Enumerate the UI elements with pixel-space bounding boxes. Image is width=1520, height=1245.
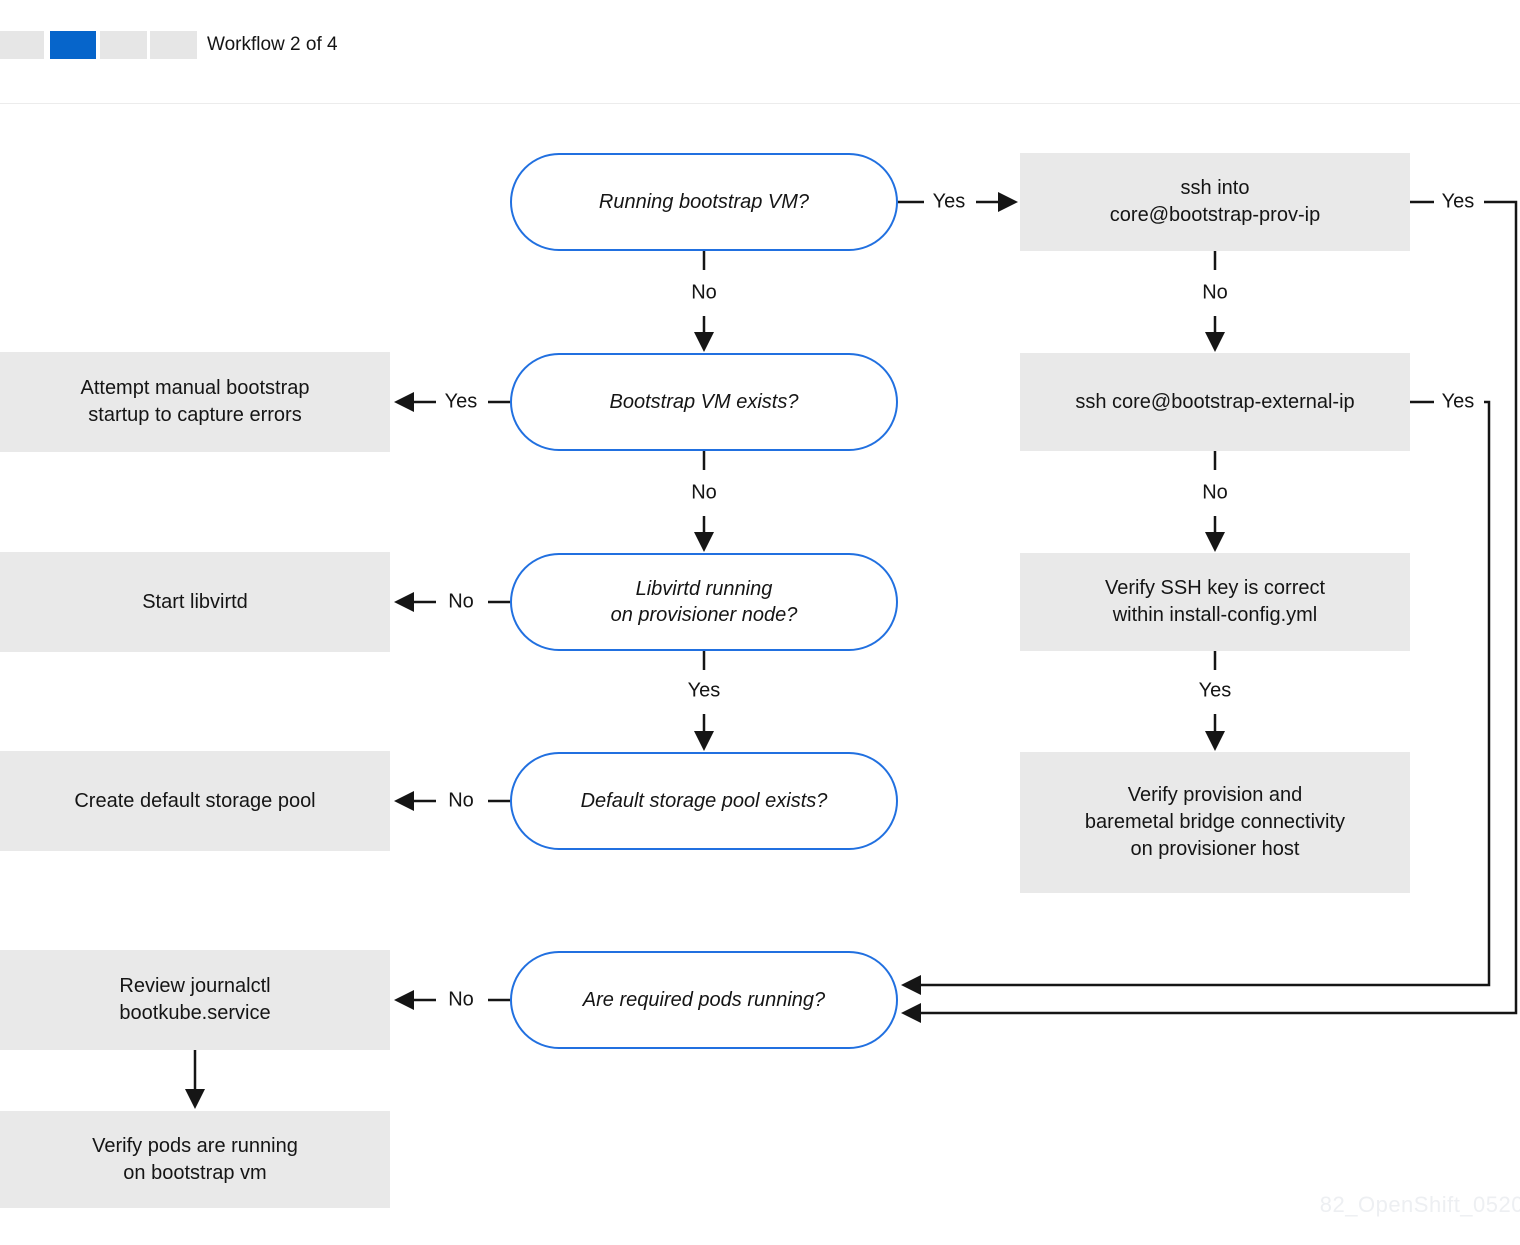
workflow-step-label: Workflow 2 of 4 — [207, 34, 338, 55]
edge-label-feedback-top: Yes — [1439, 190, 1477, 214]
action-verify-bridge-connectivity: Verify provision and baremetal bridge co… — [1020, 752, 1410, 893]
progress-segment-3 — [100, 31, 147, 59]
decision-required-pods-running: Are required pods running? — [510, 951, 898, 1049]
decision-bootstrap-vm-exists: Bootstrap VM exists? — [510, 353, 898, 451]
edge-label-left-row-4: No — [446, 988, 476, 1012]
watermark-text: 82_OpenShift_0520 — [1319, 1192, 1520, 1217]
edge-label-left-row-2: No — [446, 590, 476, 614]
edge-label-right-col-3: Yes — [1196, 679, 1234, 703]
edge-label-feedback-mid: Yes — [1439, 390, 1477, 414]
decision-running-bootstrap-vm: Running bootstrap VM? — [510, 153, 898, 251]
edge-label-to-ssh-into: Yes — [930, 190, 968, 214]
action-attempt-manual-bootstrap: Attempt manual bootstrap startup to capt… — [0, 352, 390, 452]
progress-segment-1 — [0, 31, 44, 59]
connector-review-to-verify — [185, 1050, 205, 1109]
edge-label-mid-2: No — [689, 481, 719, 505]
edge-label-left-row-3: No — [446, 789, 476, 813]
action-create-default-storage-pool: Create default storage pool — [0, 751, 390, 851]
action-review-journalctl: Review journalctl bootkube.service — [0, 950, 390, 1050]
edge-label-right-col-2: No — [1200, 481, 1230, 505]
edge-label-right-col-1: No — [1200, 281, 1230, 305]
edge-label-left-row-1: Yes — [442, 390, 480, 414]
decision-default-storage-pool: Default storage pool exists? — [510, 752, 898, 850]
action-start-libvirtd: Start libvirtd — [0, 552, 390, 652]
progress-segment-4 — [150, 31, 197, 59]
progress-segment-2-active — [50, 31, 96, 59]
header-divider — [0, 103, 1520, 104]
action-ssh-external-ip: ssh core@bootstrap-external-ip — [1020, 353, 1410, 451]
connector-feedback-mid — [901, 400, 1491, 995]
action-ssh-into-prov-ip: ssh into core@bootstrap-prov-ip — [1020, 153, 1410, 251]
decision-libvirtd-running: Libvirtd running on provisioner node? — [510, 553, 898, 651]
edge-label-mid-1: No — [689, 281, 719, 305]
action-verify-pods-running: Verify pods are running on bootstrap vm — [0, 1111, 390, 1208]
edge-label-mid-3: Yes — [685, 679, 723, 703]
action-verify-ssh-key: Verify SSH key is correct within install… — [1020, 553, 1410, 651]
